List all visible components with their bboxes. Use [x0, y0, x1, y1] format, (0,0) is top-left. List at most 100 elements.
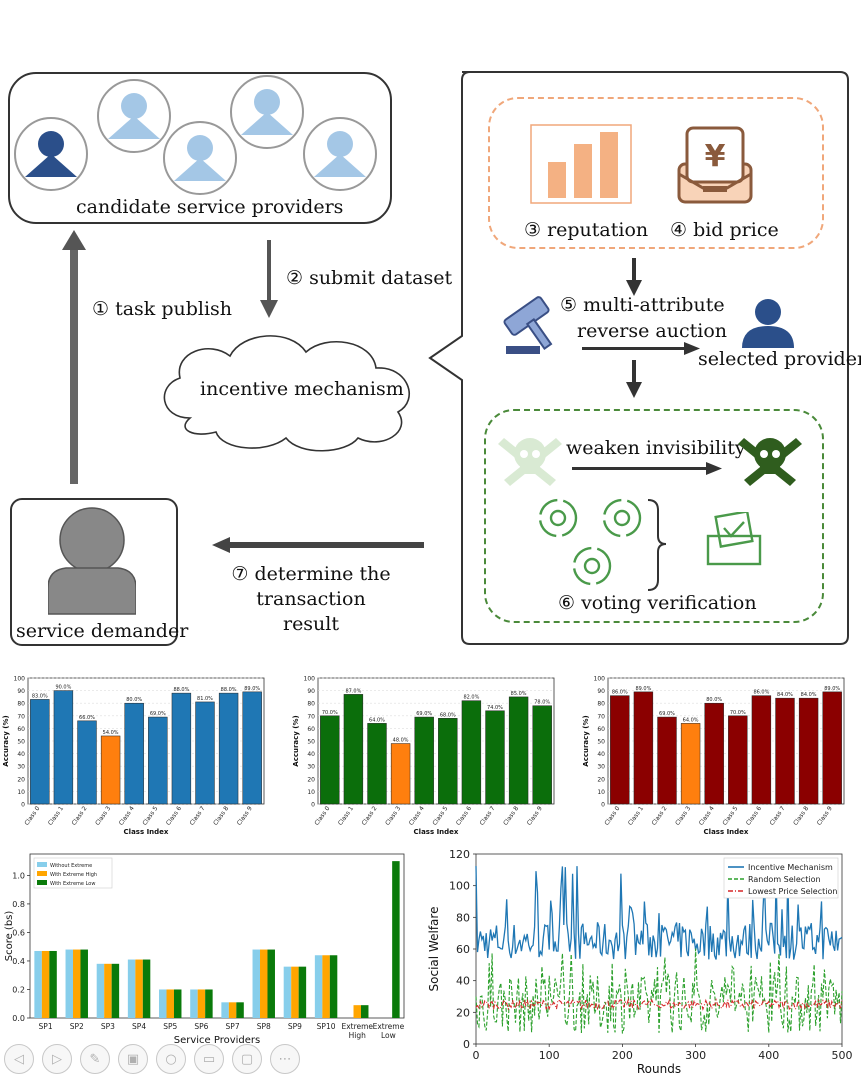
- x-tick-label: SP1: [39, 1022, 53, 1031]
- y-tick-label: 100: [594, 676, 606, 683]
- y-tick-label: 40: [17, 751, 25, 758]
- bar: [173, 989, 182, 1018]
- data-label: 48.0%: [393, 738, 409, 744]
- data-label: 70.0%: [322, 710, 338, 716]
- selected-provider-label: selected provider: [698, 348, 861, 370]
- bar: [775, 697, 795, 805]
- y-tick-label: 20: [456, 1006, 470, 1019]
- bar: [822, 691, 842, 805]
- bar: [236, 1002, 244, 1018]
- bar: [166, 989, 174, 1018]
- y-tick-label: 60: [17, 726, 25, 733]
- legend-label: Lowest Price Selection: [748, 887, 837, 896]
- bar: [461, 700, 482, 805]
- series-line: [475, 948, 843, 1034]
- y-tick-label: 50: [17, 739, 25, 746]
- data-label: 80.0%: [706, 697, 722, 703]
- y-tick-label: 60: [456, 943, 470, 956]
- y-tick-label: 10: [597, 789, 605, 796]
- x-tick-label: Class 5: [141, 805, 159, 827]
- bar: [135, 959, 143, 1018]
- y-tick-label: 40: [597, 751, 605, 758]
- bar: [414, 716, 434, 805]
- submit-dataset-label: ② submit dataset: [286, 267, 453, 289]
- x-tick-label: Class 6: [455, 805, 473, 827]
- bar: [314, 955, 323, 1018]
- x-tick-label: Class 9: [816, 805, 834, 827]
- x-tick-label: SP2: [70, 1022, 84, 1031]
- pen-icon[interactable]: ✎: [80, 1044, 110, 1074]
- bar: [73, 949, 81, 1018]
- legend-swatch: [37, 862, 47, 867]
- x-tick-label: Class 1: [337, 805, 355, 827]
- y-tick-label: 50: [597, 739, 605, 746]
- reputation-label: ③ reputation: [524, 219, 649, 241]
- bar: [77, 720, 97, 805]
- more-icon[interactable]: ⋯: [270, 1044, 300, 1074]
- bar: [221, 1002, 229, 1018]
- x-tick-label: SP4: [132, 1022, 146, 1031]
- bar: [111, 963, 120, 1018]
- service-demander-label: service demander: [16, 620, 189, 642]
- y-axis-label: Social Welfare: [427, 907, 441, 992]
- bar: [322, 955, 330, 1018]
- next-icon[interactable]: ▷: [42, 1044, 72, 1074]
- legend-swatch: [37, 880, 47, 885]
- incentive-label: incentive mechanism: [200, 378, 404, 400]
- bar: [508, 696, 529, 805]
- bar: [267, 949, 275, 1018]
- x-tick-label: Class 4: [118, 805, 136, 827]
- data-label: 85.0%: [511, 691, 527, 697]
- bar: [80, 949, 88, 1018]
- x-tick-label: Class 7: [769, 805, 787, 827]
- bar: [633, 691, 654, 805]
- x-tick-label: Class 2: [651, 805, 669, 827]
- y-tick-label: 1.0: [12, 871, 25, 880]
- bar: [65, 949, 74, 1018]
- provider-avatars: [14, 75, 377, 195]
- x-tick-label: Class 8: [212, 805, 230, 827]
- x-tick-label: Class 7: [479, 805, 497, 827]
- y-tick-label: 30: [17, 764, 25, 771]
- y-tick-label: 10: [307, 789, 315, 796]
- zoom-icon[interactable]: ○: [156, 1044, 186, 1074]
- x-tick-label: 500: [832, 1049, 853, 1062]
- bid-price-icon: ¥: [677, 126, 753, 204]
- y-tick-label: 0: [311, 802, 315, 809]
- x-tick-label: 300: [685, 1049, 706, 1062]
- y-tick-label: 40: [307, 751, 315, 758]
- data-label: 74.0%: [487, 705, 503, 711]
- y-tick-label: 90: [307, 688, 315, 695]
- x-axis-label: Class Index: [414, 828, 459, 834]
- bar: [320, 715, 340, 805]
- task-publish-label: ① task publish: [92, 298, 233, 320]
- x-tick-label: Class 0: [603, 805, 621, 827]
- screen-icon[interactable]: ▭: [194, 1044, 224, 1074]
- bar: [96, 963, 105, 1018]
- legend-label: Without Extreme: [50, 863, 92, 869]
- voting-group: [484, 409, 824, 623]
- x-tick-label: Class 3: [674, 805, 692, 827]
- data-label: 86.0%: [612, 690, 628, 696]
- bar: [228, 1002, 237, 1018]
- determine-line2: transaction result: [256, 588, 366, 635]
- data-label: 69.0%: [150, 711, 166, 717]
- gallery-icon[interactable]: ▣: [118, 1044, 148, 1074]
- x-tick-label: SP7: [226, 1022, 240, 1031]
- data-label: 87.0%: [345, 688, 361, 694]
- x-axis-label: Service Providers: [174, 1035, 261, 1044]
- arrow-to-auction: [626, 258, 642, 296]
- bar: [124, 702, 144, 805]
- y-tick-label: 10: [17, 789, 25, 796]
- prev-icon[interactable]: ◁: [4, 1044, 34, 1074]
- y-tick-label: 80: [17, 701, 25, 708]
- bar: [751, 695, 772, 805]
- y-axis-label: Accuracy (%): [582, 715, 590, 766]
- y-tick-label: 20: [307, 776, 315, 783]
- camera-off-icon[interactable]: ▢: [232, 1044, 262, 1074]
- x-tick-label: Class 4: [698, 805, 716, 827]
- x-tick-label: SP6: [194, 1022, 208, 1031]
- data-label: 89.0%: [824, 686, 840, 692]
